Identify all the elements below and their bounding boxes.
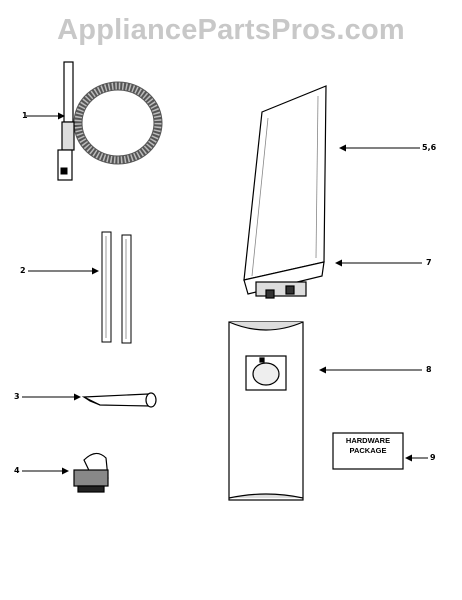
callout-label-5-6: 5,6	[422, 143, 437, 152]
watermark-text: AppliancePartsPros.com	[57, 14, 405, 46]
callout-label-4: 4	[14, 466, 20, 475]
callout-label-2: 2	[20, 266, 26, 275]
hardware-package-line1: HARDWARE	[345, 436, 391, 445]
callout-label-8: 8	[426, 365, 432, 374]
part-crevice-tool	[81, 392, 157, 408]
hardware-package-line2: PACKAGE	[349, 446, 387, 455]
part-wands	[101, 231, 132, 344]
callout-label-9: 9	[430, 453, 436, 462]
hardware-package-label: HARDWARE PACKAGE	[333, 436, 403, 456]
callout-label-3: 3	[14, 392, 20, 401]
part-hardware-package	[332, 432, 404, 470]
part-dusting-brush	[73, 452, 109, 493]
part-bag-collar	[243, 261, 325, 299]
callout-label-1: 1	[22, 111, 28, 120]
part-hose	[57, 61, 163, 181]
part-paper-bag	[243, 85, 327, 281]
callout-label-7: 7	[426, 258, 432, 267]
part-cloth-bag	[228, 321, 304, 501]
